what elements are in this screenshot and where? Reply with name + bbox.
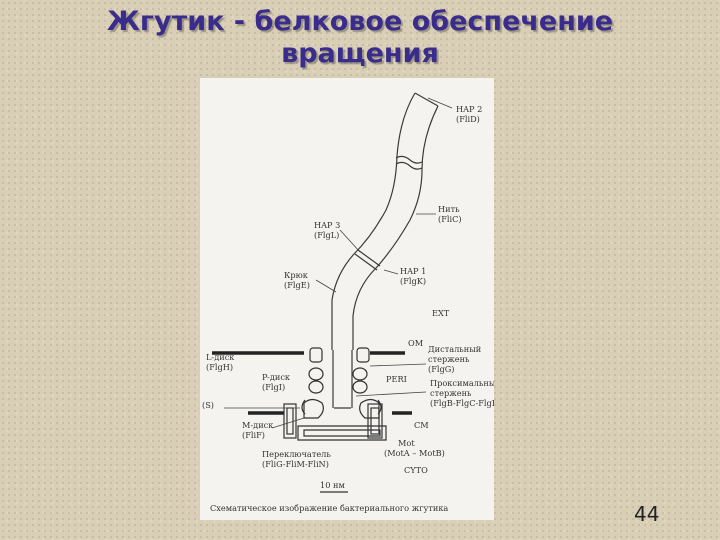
rod	[332, 350, 353, 408]
leader-hook	[315, 279, 337, 293]
label-l-ring-gene: (FlgH)	[206, 362, 233, 372]
l-ring-left	[309, 347, 323, 363]
label-s-ring: (S)	[202, 400, 214, 410]
label-l-ring-name: L-диск	[206, 352, 235, 362]
label-switch-gene: (FliG-FliM-FliN)	[262, 459, 329, 469]
label-m-ring-name: M-диск	[242, 420, 274, 430]
mot-right-inner	[370, 407, 380, 435]
leader-distal	[369, 363, 427, 367]
label-cyto: CYTO	[404, 465, 428, 475]
hap3-band	[354, 249, 381, 271]
p-ring-right-a	[352, 367, 368, 381]
title-line-2: вращения	[281, 38, 439, 69]
label-hap3-name: HAP 3	[314, 220, 340, 230]
mot-right	[367, 403, 383, 439]
p-ring-left-a	[308, 367, 324, 381]
label-mot-name: Mot	[398, 438, 415, 448]
label-hap1-gene: (FlgK)	[400, 276, 426, 286]
label-hap1-name: HAP 1	[400, 266, 426, 276]
diagram-labels: HAP 2 (FliD) Нить (FliC) HAP 3 (FlgL) Кр…	[202, 104, 494, 513]
label-hook-name: Крюк	[284, 270, 309, 280]
label-scale-bar: 10 нм	[320, 480, 345, 490]
p-ring-right-b	[352, 380, 368, 394]
label-p-ring-gene: (FlgI)	[262, 382, 285, 392]
m-ring-right	[359, 398, 380, 419]
label-cm: CM	[414, 420, 429, 430]
leader-hap1	[383, 269, 399, 275]
label-ext: EXT	[432, 308, 450, 318]
figure-caption: Схематическое изображение бактериального…	[210, 503, 448, 513]
title-line-1: Жгутик - белковое обеспечение	[106, 6, 614, 37]
label-proximal-rod-2: стержень	[430, 388, 472, 398]
flagellum-diagram: HAP 2 (FliD) Нить (FliC) HAP 3 (FlgL) Кр…	[202, 92, 494, 513]
label-distal-rod-2: стержень	[428, 354, 470, 364]
flagellum-tube	[331, 92, 439, 409]
m-ring-left	[303, 398, 324, 419]
label-peri: PERI	[386, 374, 407, 384]
filament-tip	[414, 92, 439, 107]
label-m-ring-gene: (FliF)	[242, 430, 265, 440]
label-om: OM	[408, 338, 423, 348]
filament-right-wall	[352, 105, 439, 350]
label-hap2-name: HAP 2	[456, 104, 482, 114]
break-mark	[395, 155, 423, 164]
label-hap3-gene: (FlgL)	[314, 230, 339, 240]
label-mot-gene: (MotA – MotB)	[384, 448, 445, 458]
page-number: 44	[634, 502, 660, 526]
break-mark-2	[395, 161, 423, 170]
slide-title: Жгутик - белковое обеспечение вращения	[0, 6, 720, 70]
s-ring	[301, 399, 382, 415]
leader-hap2	[427, 97, 453, 109]
leader-proximal	[355, 391, 427, 397]
leader-lines	[224, 97, 453, 429]
label-filament-name: Нить	[438, 204, 460, 214]
label-distal-rod-1: Дистальный	[428, 344, 482, 354]
flagellum-figure: HAP 2 (FliD) Нить (FliC) HAP 3 (FlgL) Кр…	[200, 78, 494, 520]
label-hook-gene: (FlgE)	[284, 280, 310, 290]
mot-left	[283, 403, 297, 439]
leader-hap3	[339, 229, 361, 253]
label-hap2-gene: (FliD)	[456, 114, 480, 124]
switch-complex	[297, 425, 387, 441]
rings	[283, 347, 387, 441]
label-distal-rod-gene: (FlgG)	[428, 364, 454, 374]
label-proximal-rod-1: Проксимальный	[430, 378, 494, 388]
membranes	[212, 351, 412, 415]
label-switch-name: Переключатель	[262, 449, 331, 459]
p-ring-left-b	[308, 380, 324, 394]
filament-left-wall	[331, 92, 416, 350]
label-p-ring-name: P-диск	[262, 372, 291, 382]
leader-m	[271, 417, 305, 429]
l-ring-right	[356, 347, 370, 363]
label-filament-gene: (FliC)	[438, 214, 462, 224]
mot-left-inner	[286, 407, 294, 435]
label-proximal-rod-gene: (FlgB-FlgC-FlgF)	[430, 398, 494, 408]
